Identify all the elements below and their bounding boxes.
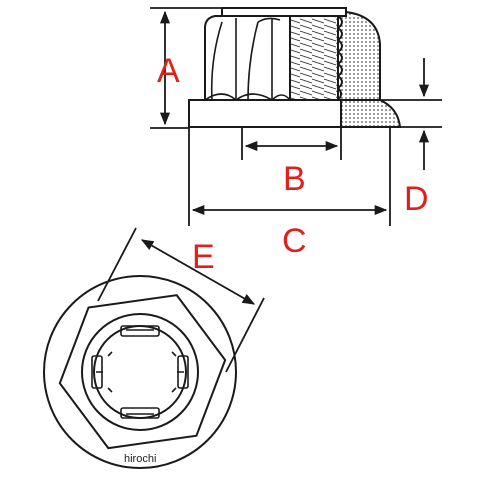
label-a: A (157, 52, 180, 90)
insert-inner-ring (93, 325, 187, 419)
dimension-a (150, 7, 222, 129)
dimension-c (188, 127, 391, 226)
label-e: E (192, 238, 215, 276)
side-view (188, 7, 402, 128)
flange-insert-lower (340, 99, 402, 128)
hex-facet-lines (210, 17, 281, 101)
dimension-e (97, 227, 265, 373)
hex-facet-curves (204, 93, 291, 102)
dimension-d (380, 58, 442, 170)
watermark-text: hirochi (124, 453, 156, 465)
top-view (43, 275, 237, 469)
label-c: C (282, 222, 307, 260)
label-d: D (404, 180, 429, 218)
locking-insert-upper (335, 11, 381, 101)
thread-section (289, 11, 339, 101)
dimension-b (241, 127, 342, 160)
top-cap (221, 7, 347, 17)
insert-segments (91, 325, 189, 419)
label-b: B (283, 160, 306, 198)
flange-base (188, 99, 342, 128)
